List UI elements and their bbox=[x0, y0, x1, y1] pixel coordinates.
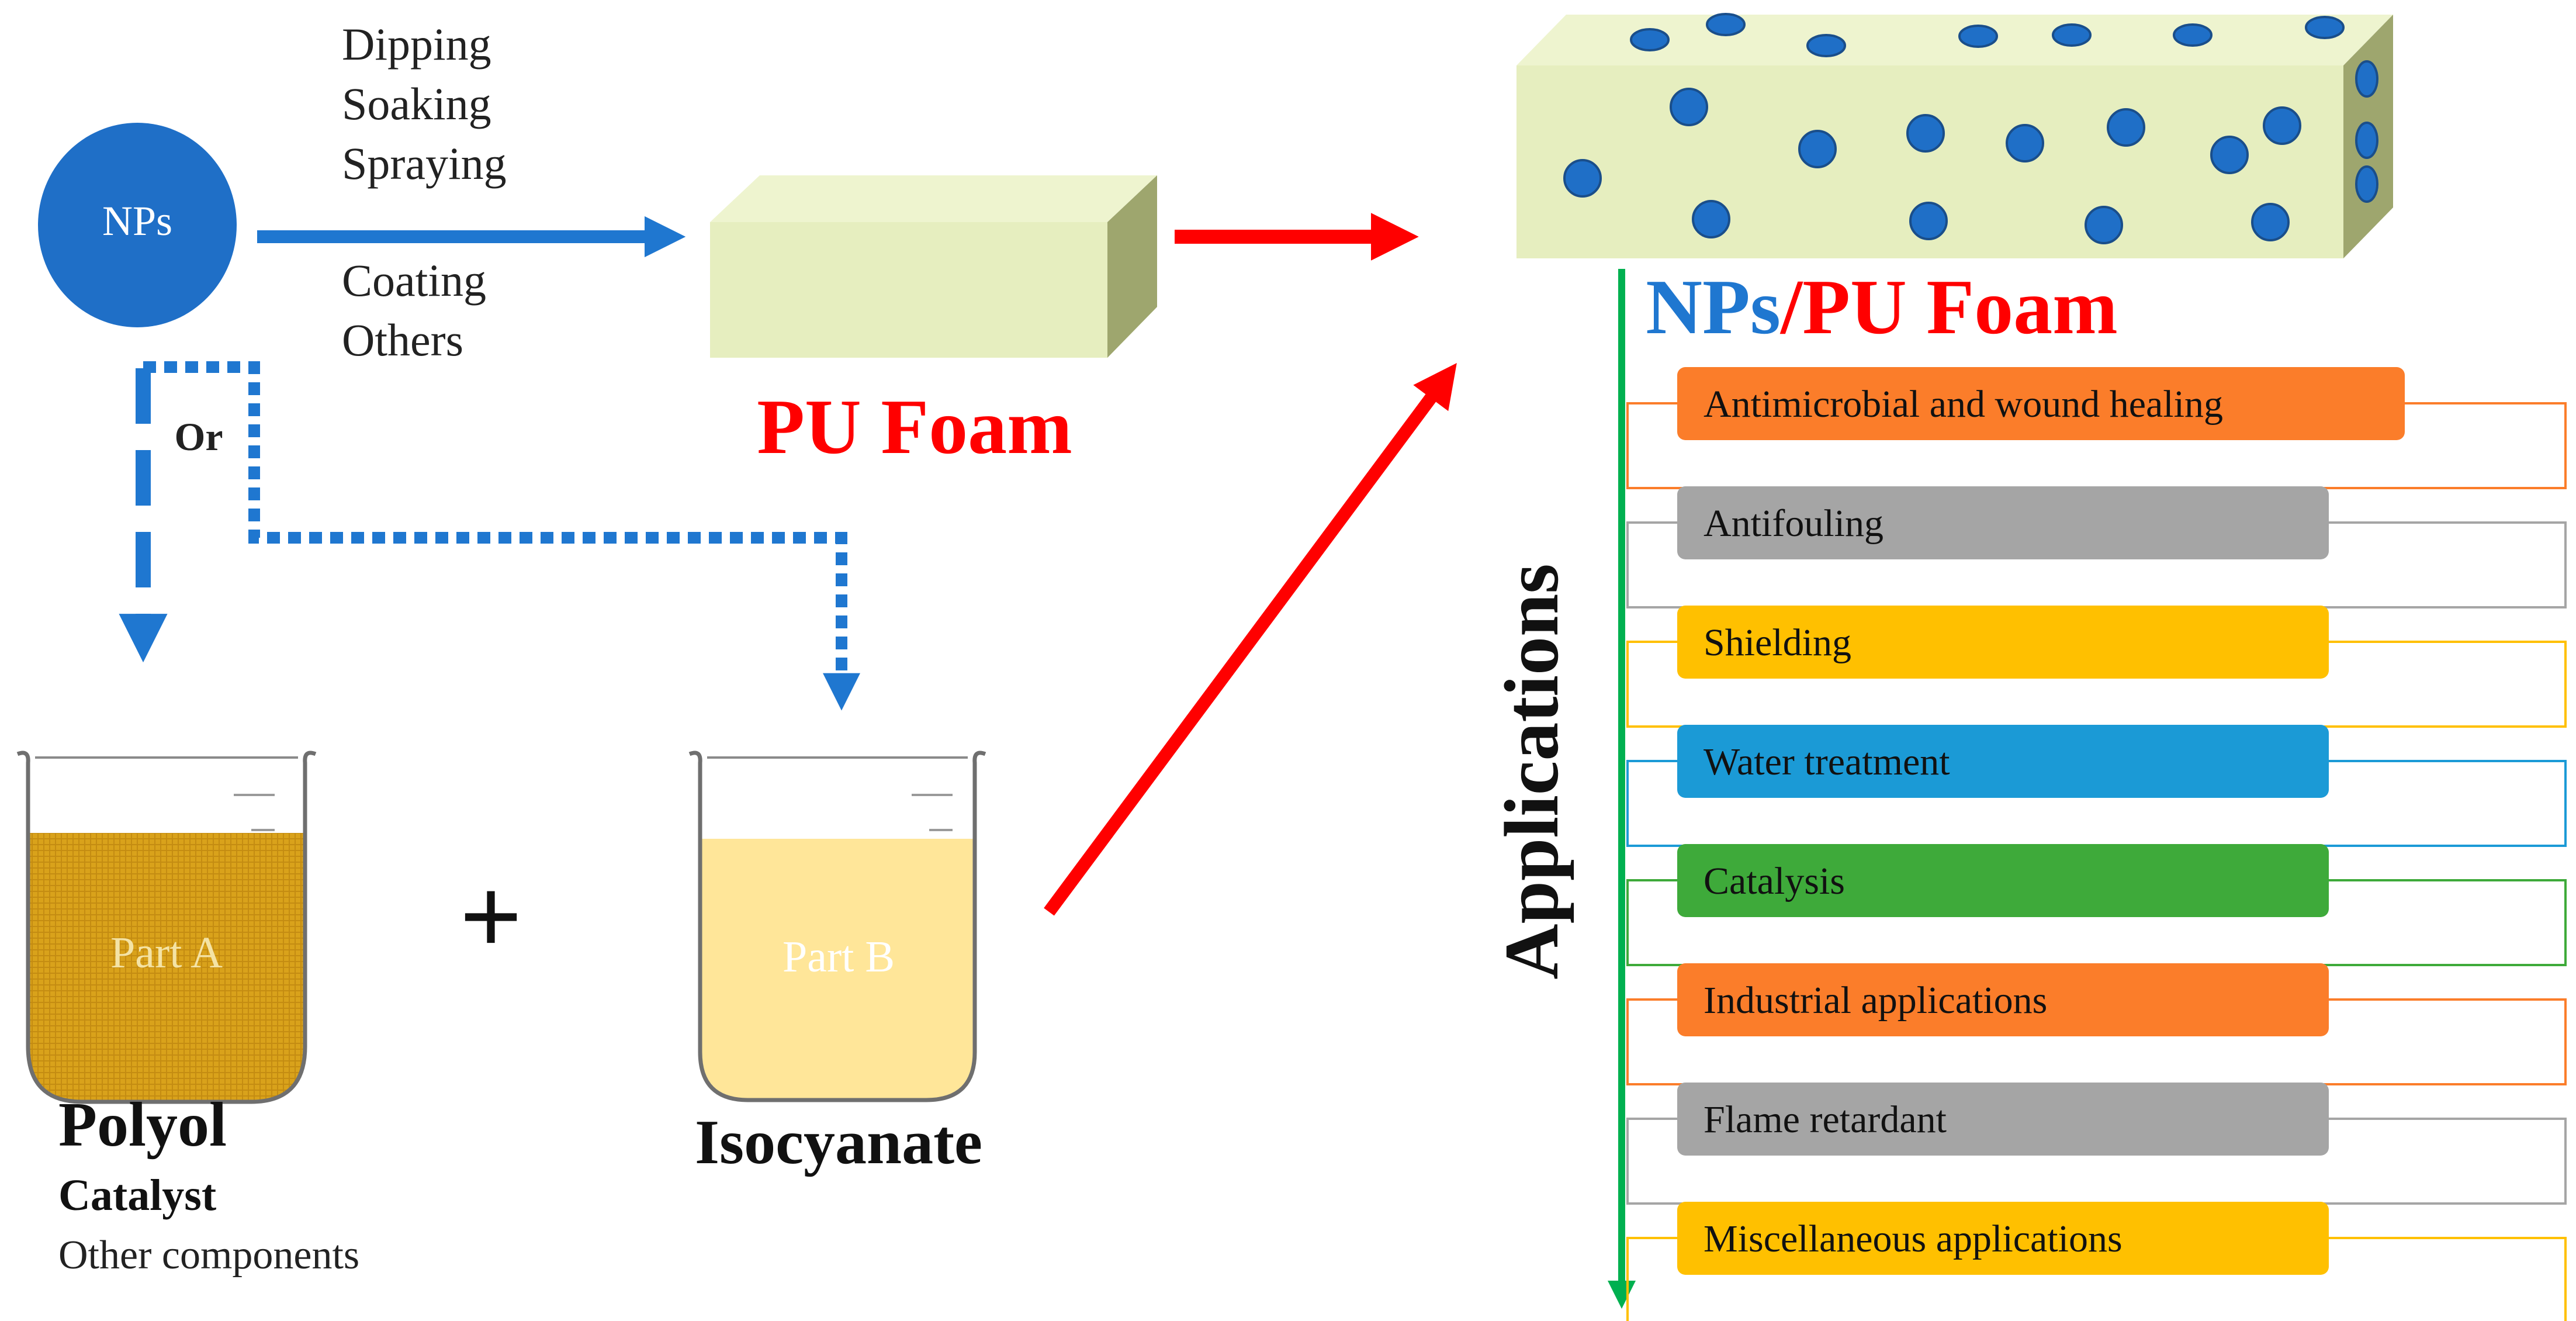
application-item: Antifouling bbox=[1626, 486, 2567, 608]
plus-sign: + bbox=[459, 856, 522, 978]
application-item: Water treatment bbox=[1626, 725, 2567, 847]
nps-node: NPs bbox=[38, 123, 237, 327]
nanoparticle bbox=[2355, 122, 2378, 159]
pu-foam-part: /PU Foam bbox=[1779, 264, 2118, 350]
nanoparticle bbox=[2251, 203, 2290, 241]
applications-heading: Applications bbox=[1488, 563, 1574, 980]
method-dipping: Dipping bbox=[342, 19, 491, 70]
application-item-box bbox=[1677, 963, 2329, 1036]
method-spraying: Spraying bbox=[342, 138, 507, 189]
application-item-box bbox=[1677, 1202, 2329, 1275]
part-a-label: Part A bbox=[110, 928, 223, 977]
application-item-box bbox=[1677, 606, 2329, 679]
arrow-mixture-to-composite bbox=[1044, 362, 1457, 916]
applications-list: Antimicrobial and wound healingAntifouli… bbox=[1626, 367, 2567, 1321]
nps-label: NPs bbox=[102, 198, 172, 244]
application-item-label: Water treatment bbox=[1704, 741, 1950, 783]
application-item: Industrial applications bbox=[1626, 963, 2567, 1085]
isocyanate-title: Isocyanate bbox=[695, 1108, 982, 1177]
application-item: Catalysis bbox=[1626, 844, 2567, 966]
nanoparticle bbox=[2210, 136, 2249, 174]
method-others: Others bbox=[342, 314, 463, 365]
polyol-title: Polyol bbox=[58, 1090, 227, 1160]
nanoparticle bbox=[1630, 28, 1670, 51]
nanoparticle bbox=[1906, 114, 1945, 153]
application-item-label: Antimicrobial and wound healing bbox=[1704, 383, 2223, 426]
nanoparticle bbox=[1958, 25, 1998, 48]
nanoparticle bbox=[2173, 23, 2213, 47]
pu-foam-label: PU Foam bbox=[757, 383, 1072, 470]
nanoparticle-dots bbox=[1563, 13, 2378, 244]
application-item-box bbox=[1677, 844, 2329, 917]
application-item-label: Antifouling bbox=[1704, 502, 1883, 545]
application-item-label: Industrial applications bbox=[1704, 979, 2047, 1022]
nanoparticle bbox=[2006, 124, 2044, 162]
dotted-path-to-part-b bbox=[143, 361, 861, 711]
nanoparticle bbox=[2355, 60, 2378, 98]
nanoparticle bbox=[1563, 159, 1602, 198]
application-item-label: Shielding bbox=[1704, 621, 1851, 664]
application-item: Shielding bbox=[1626, 606, 2567, 728]
application-item: Flame retardant bbox=[1626, 1083, 2567, 1205]
application-item: Antimicrobial and wound healing bbox=[1626, 367, 2567, 489]
application-item-label: Catalysis bbox=[1704, 860, 1845, 902]
nanoparticle bbox=[2107, 108, 2145, 147]
or-pathways: Or bbox=[119, 361, 861, 711]
catalyst-subtitle: Catalyst bbox=[58, 1171, 216, 1220]
beaker-part-b: Part B bbox=[688, 751, 986, 1102]
application-item-box bbox=[1677, 486, 2329, 559]
nanoparticle bbox=[2052, 23, 2092, 47]
beaker-part-a: Part A bbox=[16, 751, 317, 1104]
nanoparticle bbox=[1798, 130, 1837, 168]
application-item: Miscellaneous applications bbox=[1626, 1202, 2567, 1321]
pu-foam-block bbox=[710, 175, 1157, 358]
nanoparticle bbox=[1806, 34, 1846, 57]
part-b-label: Part B bbox=[783, 932, 895, 981]
nanoparticle bbox=[1706, 13, 1746, 36]
application-item-label: Miscellaneous applications bbox=[1704, 1218, 2123, 1260]
nanoparticle bbox=[2355, 165, 2378, 203]
nanoparticle bbox=[1909, 202, 1948, 240]
application-item-box bbox=[1677, 1083, 2329, 1156]
incorporation-methods: Dipping Soaking Spraying Coating Others bbox=[342, 19, 507, 365]
application-item-box bbox=[1677, 725, 2329, 798]
application-item-box bbox=[1677, 367, 2405, 440]
nanoparticle bbox=[2085, 206, 2123, 244]
application-item-label: Flame retardant bbox=[1704, 1098, 1947, 1141]
method-soaking: Soaking bbox=[342, 78, 491, 129]
nps-part: NPs bbox=[1646, 264, 1781, 350]
nanoparticle bbox=[2263, 106, 2301, 145]
nanoparticle bbox=[2305, 16, 2345, 39]
or-label: Or bbox=[174, 414, 223, 459]
nanoparticle bbox=[1692, 200, 1730, 238]
method-coating: Coating bbox=[342, 255, 486, 306]
nanoparticle bbox=[1670, 88, 1708, 126]
other-components-note: Other components bbox=[58, 1233, 359, 1278]
nps-pu-foam-title: NPs/PU Foam bbox=[1646, 264, 2118, 350]
